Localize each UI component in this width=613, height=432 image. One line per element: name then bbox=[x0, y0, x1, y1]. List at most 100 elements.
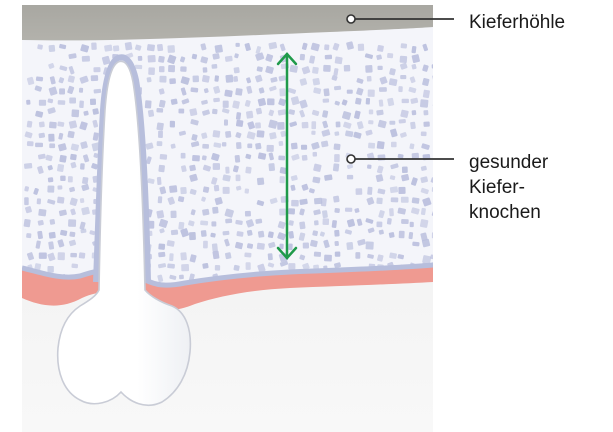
bone-particle bbox=[70, 154, 77, 161]
bone-particle bbox=[289, 65, 298, 73]
bone-particle bbox=[148, 67, 155, 75]
bone-particle bbox=[158, 131, 163, 138]
bone-particle bbox=[36, 76, 43, 81]
bone-particle bbox=[420, 219, 429, 228]
bone-particle bbox=[147, 44, 155, 51]
bone-particle bbox=[79, 252, 86, 258]
bone-particle bbox=[225, 131, 231, 138]
bone-particle bbox=[322, 218, 329, 225]
bone-particle bbox=[400, 75, 406, 79]
bone-particle bbox=[79, 88, 83, 93]
bone-particle bbox=[236, 175, 241, 182]
bone-particle bbox=[93, 67, 100, 72]
bone-particle bbox=[202, 144, 209, 149]
bone-particle bbox=[49, 219, 55, 225]
bone-particle bbox=[170, 121, 175, 128]
bone-particle bbox=[258, 231, 265, 238]
bone-particle bbox=[203, 241, 208, 249]
bone-particle bbox=[104, 44, 113, 51]
bone-particle bbox=[323, 88, 329, 96]
bone-particle bbox=[400, 56, 408, 63]
bone-particle bbox=[189, 108, 197, 116]
bone-particle bbox=[222, 142, 226, 146]
bone-particle bbox=[432, 74, 441, 81]
bone-particle bbox=[269, 132, 277, 140]
bone-particle bbox=[432, 64, 440, 68]
bone-particle bbox=[401, 219, 409, 224]
bone-particle bbox=[278, 156, 285, 161]
bone-particle bbox=[69, 97, 76, 103]
bone-particle bbox=[267, 98, 274, 105]
bone-particle bbox=[244, 188, 249, 193]
bone-particle bbox=[236, 142, 242, 149]
bone-particle bbox=[257, 177, 264, 185]
bone-particle bbox=[379, 99, 384, 106]
bone-particle bbox=[368, 89, 375, 96]
bone-particle bbox=[171, 230, 178, 236]
bone-particle bbox=[135, 65, 143, 70]
bone-particle bbox=[255, 218, 262, 224]
bone-particle bbox=[192, 75, 199, 82]
bone-particle bbox=[312, 230, 318, 236]
bone-particle bbox=[423, 110, 428, 115]
bone-particle bbox=[223, 101, 229, 108]
bone-particle bbox=[335, 56, 343, 64]
bone-particle bbox=[222, 231, 229, 236]
bone-particle bbox=[233, 67, 239, 74]
bone-particle bbox=[323, 99, 330, 103]
bone-particle bbox=[334, 131, 339, 136]
bone-particle bbox=[256, 130, 264, 138]
bone-particle bbox=[213, 98, 220, 103]
bone-particle bbox=[376, 110, 384, 116]
label-bone-line-3: knochen bbox=[469, 200, 548, 225]
bone-particle bbox=[398, 86, 403, 92]
bone-particle bbox=[59, 155, 67, 163]
bone-particle bbox=[178, 196, 185, 202]
bone-particle bbox=[146, 77, 151, 83]
bone-particle bbox=[288, 243, 293, 250]
bone-particle bbox=[82, 56, 90, 62]
bone-particle bbox=[377, 45, 384, 52]
bone-particle bbox=[49, 143, 55, 148]
bone-particle bbox=[171, 211, 177, 218]
bone-particle bbox=[389, 78, 398, 86]
bone-particle bbox=[212, 207, 219, 214]
bone-particle bbox=[158, 56, 165, 63]
bone-particle bbox=[314, 220, 319, 225]
bone-particle bbox=[225, 252, 232, 259]
bone-particle bbox=[420, 99, 429, 108]
bone-particle bbox=[389, 232, 395, 238]
bone-particle bbox=[235, 43, 239, 47]
bone-particle bbox=[212, 109, 218, 115]
bone-particle bbox=[159, 66, 165, 72]
bone-particle bbox=[160, 154, 168, 160]
bone-particle bbox=[433, 142, 439, 149]
bone-particle bbox=[433, 165, 441, 173]
label-bone-line-1: gesunder bbox=[469, 150, 548, 175]
bone-particle bbox=[80, 163, 85, 170]
bone-particle bbox=[192, 54, 198, 60]
bone-particle bbox=[423, 90, 430, 99]
bone-particle bbox=[321, 140, 329, 147]
bone-particle bbox=[323, 65, 331, 72]
bone-particle bbox=[255, 143, 262, 150]
bone-particle bbox=[69, 231, 75, 237]
bone-particle bbox=[158, 243, 165, 250]
bone-particle bbox=[398, 187, 405, 194]
bone-particle bbox=[401, 197, 409, 203]
bone-particle bbox=[411, 110, 416, 115]
bone-particle bbox=[311, 121, 316, 129]
bone-particle bbox=[311, 131, 316, 135]
bone-particle bbox=[299, 221, 305, 229]
bone-particle bbox=[279, 176, 285, 183]
bone-particle bbox=[312, 78, 320, 86]
bone-particle bbox=[387, 53, 393, 58]
bone-particle bbox=[235, 155, 241, 163]
bone-particle bbox=[288, 220, 294, 226]
bone-particle bbox=[347, 175, 353, 180]
bone-particle bbox=[214, 185, 220, 192]
bone-particle bbox=[390, 186, 398, 193]
bone-particle bbox=[225, 218, 232, 223]
bone-particle bbox=[157, 177, 162, 185]
bone-particle bbox=[57, 185, 62, 189]
